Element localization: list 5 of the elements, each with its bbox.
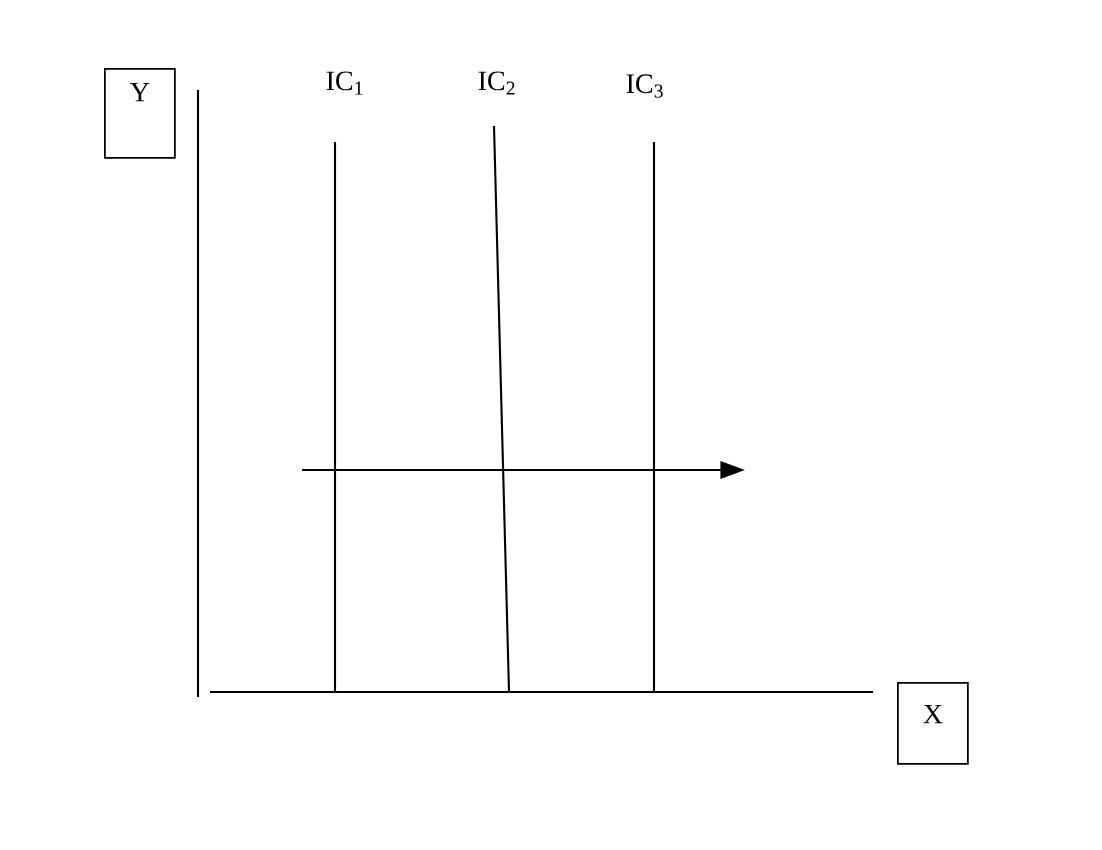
axis-label-box: X xyxy=(897,682,969,765)
curve-label: IC$_{3}$ xyxy=(626,74,663,98)
curve-label: IC$_{1}$ xyxy=(326,71,363,95)
axis-label-box: Y xyxy=(104,68,176,159)
curve-label: IC$_{2}$ xyxy=(478,71,515,95)
